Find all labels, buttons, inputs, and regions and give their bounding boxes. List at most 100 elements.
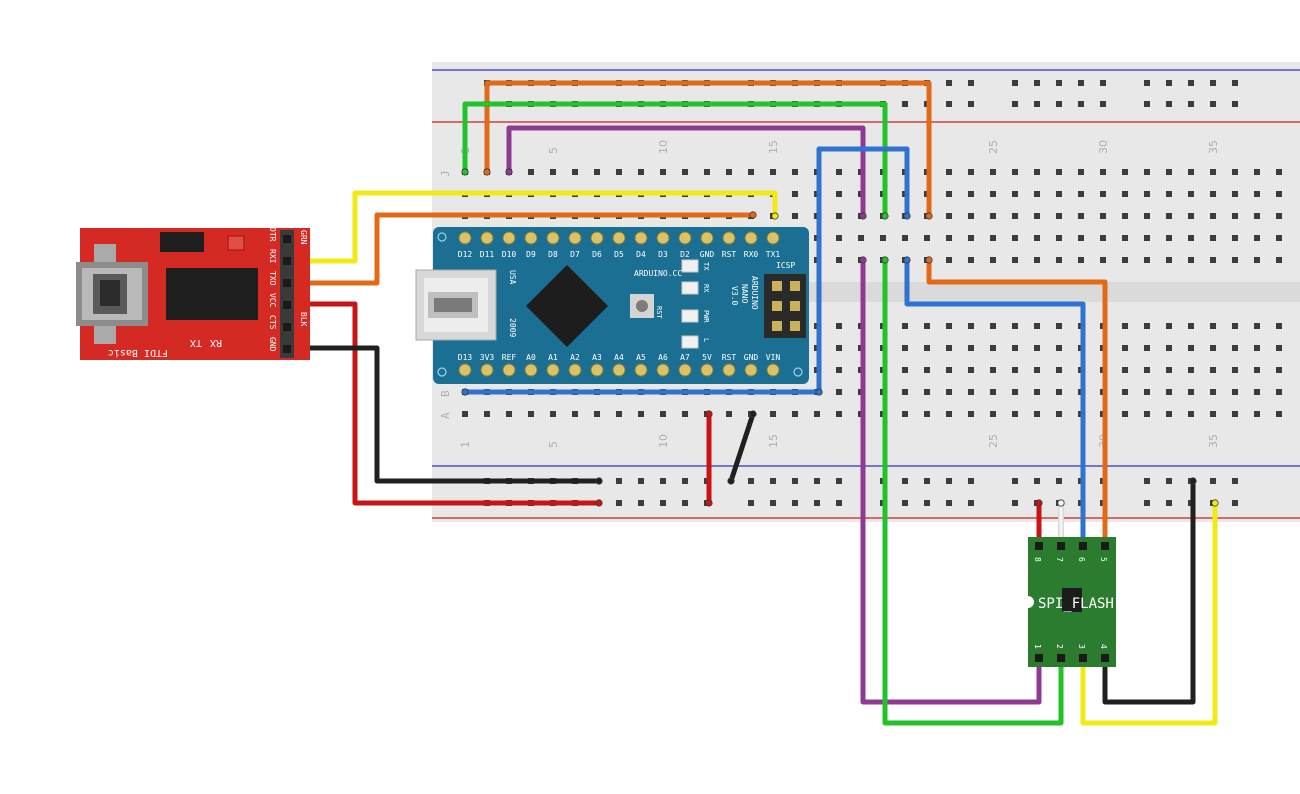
breadboard-hole[interactable] xyxy=(836,169,842,175)
rail-hole[interactable] xyxy=(1166,80,1172,86)
breadboard-hole[interactable] xyxy=(968,213,974,219)
breadboard-hole[interactable] xyxy=(924,411,930,417)
rail-hole[interactable] xyxy=(1078,80,1084,86)
breadboard-hole[interactable] xyxy=(836,257,842,263)
rail-hole[interactable] xyxy=(814,500,820,506)
breadboard-hole[interactable] xyxy=(1276,257,1282,263)
breadboard-hole[interactable] xyxy=(1056,191,1062,197)
breadboard-hole[interactable] xyxy=(1254,191,1260,197)
breadboard-hole[interactable] xyxy=(1166,345,1172,351)
breadboard-hole[interactable] xyxy=(1122,345,1128,351)
breadboard-hole[interactable] xyxy=(1254,235,1260,241)
breadboard-hole[interactable] xyxy=(1100,191,1106,197)
breadboard-hole[interactable] xyxy=(924,235,930,241)
wire-end[interactable] xyxy=(595,477,603,485)
rail-hole[interactable] xyxy=(1144,478,1150,484)
rail-hole[interactable] xyxy=(1056,80,1062,86)
rail-hole[interactable] xyxy=(1144,500,1150,506)
wire-end[interactable] xyxy=(903,212,911,220)
breadboard-hole[interactable] xyxy=(660,411,666,417)
breadboard-hole[interactable] xyxy=(1210,367,1216,373)
breadboard-hole[interactable] xyxy=(1188,389,1194,395)
breadboard-hole[interactable] xyxy=(1144,235,1150,241)
rail-hole[interactable] xyxy=(968,101,974,107)
breadboard-hole[interactable] xyxy=(1232,191,1238,197)
rail-hole[interactable] xyxy=(1232,500,1238,506)
breadboard-hole[interactable] xyxy=(1254,213,1260,219)
breadboard-hole[interactable] xyxy=(990,191,996,197)
breadboard-hole[interactable] xyxy=(1056,323,1062,329)
breadboard-hole[interactable] xyxy=(528,411,534,417)
rail-hole[interactable] xyxy=(1034,478,1040,484)
breadboard-hole[interactable] xyxy=(1056,169,1062,175)
breadboard-hole[interactable] xyxy=(1232,411,1238,417)
rail-hole[interactable] xyxy=(1188,80,1194,86)
breadboard-hole[interactable] xyxy=(1122,367,1128,373)
rail-hole[interactable] xyxy=(924,500,930,506)
rail-hole[interactable] xyxy=(792,478,798,484)
breadboard-hole[interactable] xyxy=(1012,235,1018,241)
breadboard-hole[interactable] xyxy=(1144,169,1150,175)
breadboard-hole[interactable] xyxy=(1210,389,1216,395)
breadboard-hole[interactable] xyxy=(968,169,974,175)
breadboard-hole[interactable] xyxy=(1232,235,1238,241)
rail-hole[interactable] xyxy=(1232,80,1238,86)
breadboard-hole[interactable] xyxy=(1276,345,1282,351)
breadboard-hole[interactable] xyxy=(924,367,930,373)
breadboard-hole[interactable] xyxy=(1188,235,1194,241)
breadboard-hole[interactable] xyxy=(1276,213,1282,219)
rail-hole[interactable] xyxy=(1166,500,1172,506)
rail-hole[interactable] xyxy=(770,478,776,484)
breadboard-hole[interactable] xyxy=(924,323,930,329)
breadboard-hole[interactable] xyxy=(1056,257,1062,263)
rail-hole[interactable] xyxy=(1100,101,1106,107)
breadboard-hole[interactable] xyxy=(770,169,776,175)
breadboard-hole[interactable] xyxy=(1034,213,1040,219)
breadboard-hole[interactable] xyxy=(1078,257,1084,263)
rail-hole[interactable] xyxy=(902,500,908,506)
breadboard-hole[interactable] xyxy=(594,411,600,417)
breadboard-hole[interactable] xyxy=(990,389,996,395)
breadboard-hole[interactable] xyxy=(770,411,776,417)
rail-hole[interactable] xyxy=(968,80,974,86)
breadboard-hole[interactable] xyxy=(1034,367,1040,373)
breadboard-hole[interactable] xyxy=(1254,411,1260,417)
breadboard-hole[interactable] xyxy=(1232,345,1238,351)
breadboard-hole[interactable] xyxy=(990,235,996,241)
breadboard-hole[interactable] xyxy=(902,411,908,417)
wire-end[interactable] xyxy=(925,212,933,220)
breadboard-hole[interactable] xyxy=(572,411,578,417)
breadboard-hole[interactable] xyxy=(902,389,908,395)
breadboard-hole[interactable] xyxy=(1166,389,1172,395)
breadboard-hole[interactable] xyxy=(1188,213,1194,219)
breadboard-hole[interactable] xyxy=(990,323,996,329)
wire-end[interactable] xyxy=(705,499,713,507)
breadboard-hole[interactable] xyxy=(726,411,732,417)
breadboard-hole[interactable] xyxy=(682,411,688,417)
rail-hole[interactable] xyxy=(1034,80,1040,86)
rail-hole[interactable] xyxy=(748,500,754,506)
breadboard-hole[interactable] xyxy=(1034,411,1040,417)
breadboard-hole[interactable] xyxy=(1188,169,1194,175)
rail-hole[interactable] xyxy=(792,500,798,506)
wire-end[interactable] xyxy=(859,256,867,264)
rail-hole[interactable] xyxy=(616,478,622,484)
breadboard-hole[interactable] xyxy=(968,367,974,373)
breadboard-hole[interactable] xyxy=(1012,389,1018,395)
wire-end[interactable] xyxy=(461,388,469,396)
breadboard-hole[interactable] xyxy=(1034,323,1040,329)
breadboard-hole[interactable] xyxy=(1188,411,1194,417)
breadboard-hole[interactable] xyxy=(1122,257,1128,263)
breadboard-hole[interactable] xyxy=(836,191,842,197)
breadboard-hole[interactable] xyxy=(968,323,974,329)
breadboard-hole[interactable] xyxy=(902,367,908,373)
rail-hole[interactable] xyxy=(1166,101,1172,107)
wire-end[interactable] xyxy=(749,410,757,418)
breadboard-hole[interactable] xyxy=(1122,169,1128,175)
breadboard-hole[interactable] xyxy=(946,235,952,241)
breadboard-hole[interactable] xyxy=(1034,257,1040,263)
breadboard-hole[interactable] xyxy=(638,169,644,175)
breadboard-hole[interactable] xyxy=(1210,345,1216,351)
rail-hole[interactable] xyxy=(1210,80,1216,86)
breadboard-hole[interactable] xyxy=(1078,191,1084,197)
